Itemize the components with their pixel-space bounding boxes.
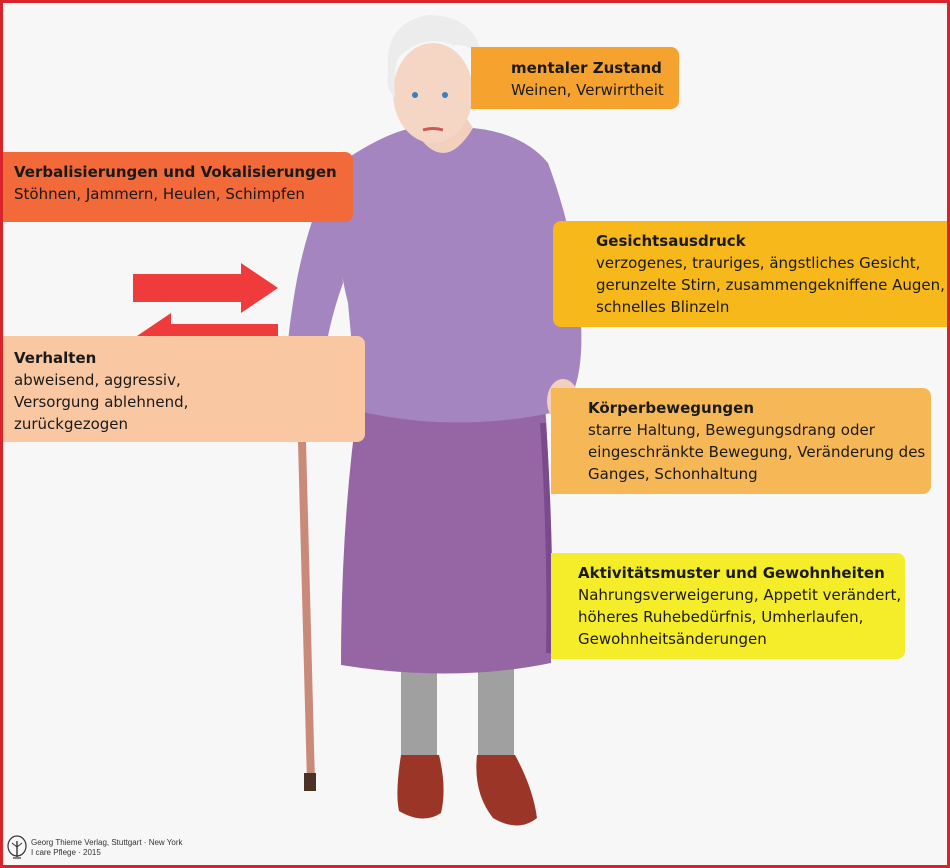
right-leg <box>478 663 514 758</box>
right-eye <box>442 92 448 98</box>
facial-expression-desc-3: schnelles Blinzeln <box>596 298 730 316</box>
skirt-fold <box>540 422 553 654</box>
activity-pattern-desc-2: höheres Ruhebedürfnis, Umherlaufen, <box>578 608 864 626</box>
facial-expression-box: Gesichtsausdruck verzogenes, trauriges, … <box>553 221 947 327</box>
publisher-footer: Georg Thieme Verlag, Stuttgart · New Yor… <box>7 835 182 861</box>
body-movement-box: Körperbewegungen starre Haltung, Bewegun… <box>551 388 931 494</box>
footer-book: I care Pflege · 2015 <box>31 848 101 857</box>
verbalization-desc: Stöhnen, Jammern, Heulen, Schimpfen <box>14 185 305 203</box>
activity-pattern-desc-3: Gewohnheitsänderungen <box>578 630 767 648</box>
right-shoe <box>476 755 537 826</box>
activity-pattern-title: Aktivitätsmuster und Gewohnheiten <box>578 564 885 582</box>
behavior-desc-3: zurückgezogen <box>14 415 129 433</box>
behavior-title: Verhalten <box>14 349 97 367</box>
left-arm <box>286 168 343 385</box>
mental-state-box: mentaler Zustand Weinen, Verwirrtheit <box>471 47 679 109</box>
facial-expression-desc-2: gerunzelte Stirn, zusammengekniffene Aug… <box>596 276 945 294</box>
behavior-box: Verhalten abweisend, aggressiv, Versorgu… <box>3 336 365 442</box>
footer-text: Georg Thieme Verlag, Stuttgart · New Yor… <box>31 838 182 858</box>
mental-state-desc: Weinen, Verwirrtheit <box>511 81 664 99</box>
facial-expression-title: Gesichtsausdruck <box>596 232 746 250</box>
right-arrow-icon <box>133 263 278 313</box>
face <box>393 43 473 143</box>
footer-publisher: Georg Thieme Verlag, Stuttgart · New Yor… <box>31 838 183 847</box>
hair <box>387 15 483 98</box>
verbalization-title: Verbalisierungen und Vokalisierungen <box>14 163 337 181</box>
body-movement-title: Körperbewegungen <box>588 399 754 417</box>
skirt <box>341 403 552 674</box>
body-movement-desc-2: eingeschränkte Bewegung, Veränderung des <box>588 443 926 461</box>
left-shoe <box>397 755 444 819</box>
verbalization-box: Verbalisierungen und Vokalisierungen Stö… <box>3 152 353 222</box>
sweater <box>333 128 563 423</box>
mental-state-title: mentaler Zustand <box>511 59 662 77</box>
cane-tip <box>304 773 316 791</box>
activity-pattern-box: Aktivitätsmuster und Gewohnheiten Nahrun… <box>551 553 905 659</box>
body-movement-desc-1: starre Haltung, Bewegungsdrang oder <box>588 421 875 439</box>
facial-expression-desc-1: verzogenes, trauriges, ängstliches Gesic… <box>596 254 921 272</box>
cane <box>297 399 315 787</box>
body-movement-desc-3: Ganges, Schonhaltung <box>588 465 758 483</box>
mouth <box>422 127 444 132</box>
left-eye <box>412 92 418 98</box>
behavior-desc-2: Versorgung ablehnend, <box>14 393 189 411</box>
behavior-desc-1: abweisend, aggressiv, <box>14 371 181 389</box>
left-leg <box>401 663 437 758</box>
tree-logo-icon <box>7 835 27 859</box>
activity-pattern-desc-1: Nahrungsverweigerung, Appetit verändert, <box>578 586 902 604</box>
